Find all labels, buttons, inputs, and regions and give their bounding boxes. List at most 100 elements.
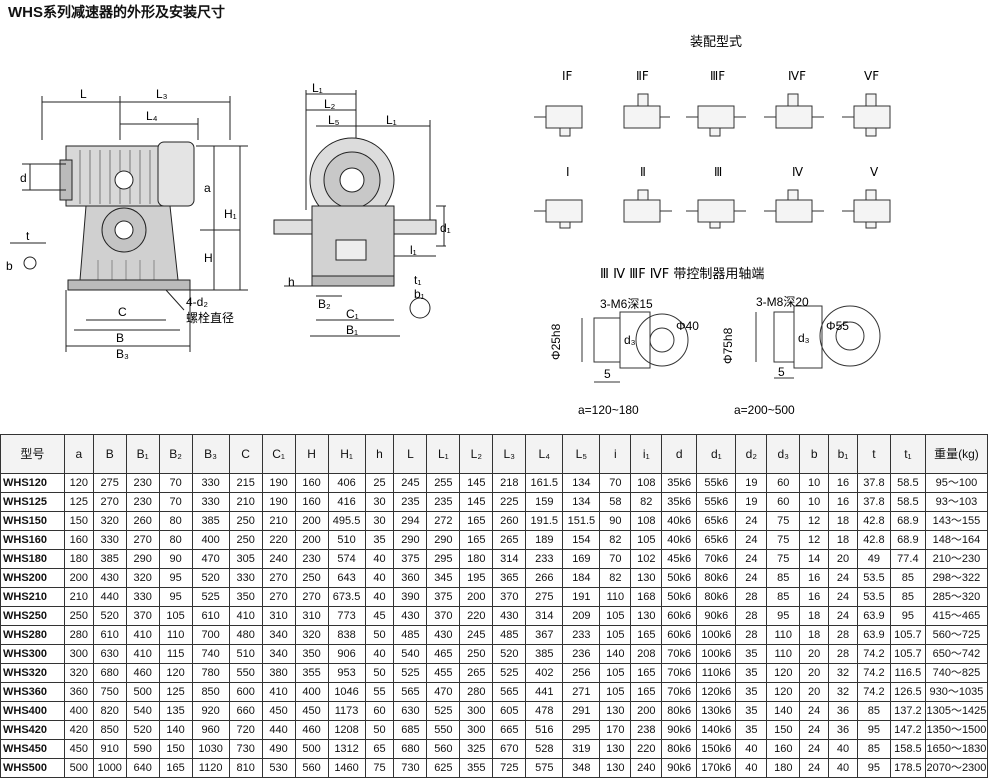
table-cell: 400 (63, 701, 94, 721)
table-cell: 37.8 (856, 492, 891, 512)
table-cell: 20 (799, 644, 830, 664)
table-cell: 150k6 (696, 739, 737, 759)
table-cell: 120 (158, 663, 193, 683)
table-cell: 35k6 (661, 492, 698, 512)
table-cell: 159 (525, 492, 564, 512)
table-cell: 238 (630, 720, 663, 740)
table-cell: 28 (735, 625, 768, 645)
table-cell: 310 (261, 606, 296, 626)
table-cell: 330 (92, 530, 127, 550)
table-cell: 540 (125, 701, 160, 721)
table-cell: 70 (158, 492, 193, 512)
column-header: 型号 (0, 434, 65, 474)
table-cell: 110 (158, 625, 193, 645)
table-cell: 116.5 (889, 663, 926, 683)
table-cell: 495.5 (327, 511, 366, 531)
table-cell: 70k6 (661, 663, 698, 683)
table-cell: 375 (426, 587, 461, 607)
table-cell: 70 (599, 473, 632, 493)
table-cell: 37.8 (856, 473, 891, 493)
table-cell: 294 (393, 511, 428, 531)
table-cell: 525 (426, 701, 461, 721)
model-cell: WHS280 (0, 625, 65, 645)
table-cell: 30 (364, 511, 395, 531)
small-range-label: a=120~180 (578, 403, 639, 417)
table-cell: 180 (63, 549, 94, 569)
column-header: L₄ (525, 434, 564, 474)
table-cell: 250 (294, 568, 329, 588)
table-cell: 40 (364, 587, 395, 607)
table-cell: 16 (828, 473, 858, 493)
table-cell: 920 (191, 701, 230, 721)
table-cell: 36 (828, 720, 858, 740)
front-view-drawing: L L₃ L₄ d a H₁ H t b C B B₃ 4-d₂ 螺栓直径 (6, 87, 248, 360)
model-cell: WHS125 (0, 492, 65, 512)
column-header: 重量(kg) (924, 434, 989, 474)
model-cell: WHS400 (0, 701, 65, 721)
table-cell: 58.5 (889, 473, 926, 493)
table-cell: 70k6 (661, 644, 698, 664)
table-cell: 85 (856, 739, 891, 759)
table-cell: 53.5 (856, 568, 891, 588)
table-cell: 120 (766, 663, 801, 683)
table-cell: 40 (364, 568, 395, 588)
table-cell: 165 (459, 511, 494, 531)
column-header: L₃ (492, 434, 527, 474)
table-cell: 355 (459, 758, 494, 778)
table-cell: 170 (599, 720, 632, 740)
table-cell: 120k6 (696, 682, 737, 702)
table-cell: 650～742 (924, 644, 989, 664)
assembly-label-5: Ⅴ (870, 165, 879, 179)
table-cell: 298～322 (924, 568, 989, 588)
column-header: d₃ (766, 434, 801, 474)
table-cell: 500 (294, 739, 329, 759)
table-cell: 280 (459, 682, 494, 702)
table-cell: 50k6 (661, 587, 698, 607)
table-cell: 210～230 (924, 549, 989, 569)
table-cell: 610 (92, 625, 127, 645)
table-cell: 780 (191, 663, 230, 683)
small-phi-label: Φ40 (676, 319, 699, 333)
table-cell: 430 (92, 568, 127, 588)
table-cell: 16 (799, 568, 830, 588)
table-cell: 16 (799, 587, 830, 607)
table-cell: 95 (158, 587, 193, 607)
table-cell: 10 (799, 473, 830, 493)
table-cell: 77.4 (889, 549, 926, 569)
table-cell: 233 (525, 549, 564, 569)
table-cell: 145 (459, 492, 494, 512)
table-cell: 80 (158, 511, 193, 531)
table-cell: 850 (191, 682, 230, 702)
model-cell: WHS200 (0, 568, 65, 588)
table-cell: 85 (856, 701, 891, 721)
table-cell: 80k6 (661, 739, 698, 759)
table-cell: 930～1035 (924, 682, 989, 702)
table-cell: 300 (63, 644, 94, 664)
assembly-label-2: Ⅱ (640, 165, 646, 179)
table-cell: 485 (492, 625, 527, 645)
table-cell: 270 (294, 587, 329, 607)
table-cell: 28 (828, 625, 858, 645)
table-cell: 100k6 (696, 644, 737, 664)
assembly-shape-3F (697, 105, 735, 129)
table-cell: 150 (766, 720, 801, 740)
table-cell: 40 (364, 644, 395, 664)
table-cell: 90 (599, 511, 632, 531)
table-cell: 105 (158, 606, 193, 626)
column-header: b (799, 434, 830, 474)
table-cell: 75 (766, 530, 801, 550)
table-cell: 271 (562, 682, 601, 702)
table-cell: 134 (562, 492, 601, 512)
table-cell: 120 (63, 473, 94, 493)
table-cell: 960 (191, 720, 230, 740)
table-cell: 235 (426, 492, 461, 512)
table-cell: 525 (191, 587, 230, 607)
table-cell: 1208 (327, 720, 366, 740)
table-cell: 750 (92, 682, 127, 702)
dim-H: H (204, 251, 213, 265)
table-cell: 270 (92, 492, 127, 512)
table-cell: 130 (630, 606, 663, 626)
table-cell: 670 (492, 739, 527, 759)
table-cell: 410 (228, 606, 263, 626)
